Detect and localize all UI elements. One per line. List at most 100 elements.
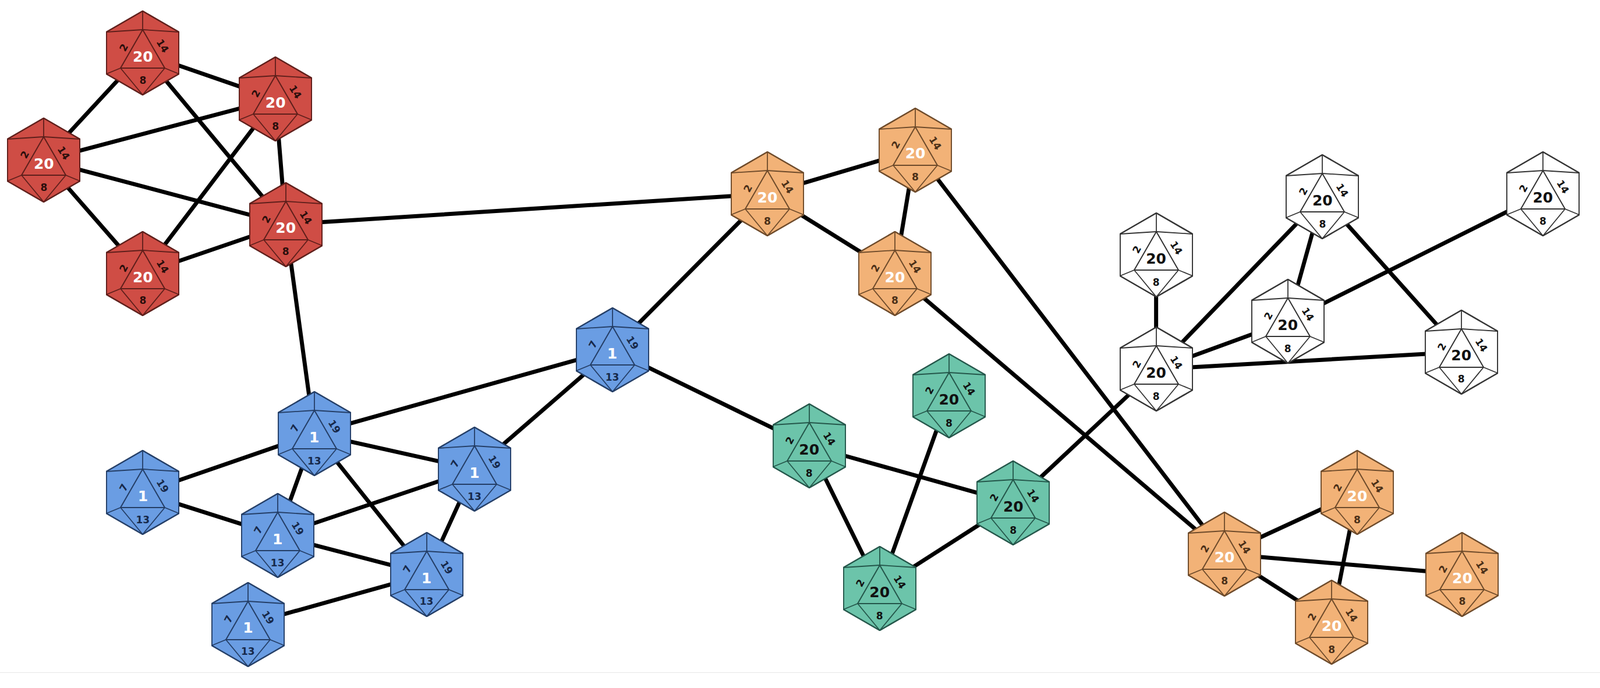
die-edge xyxy=(731,170,768,173)
die-hexagon xyxy=(239,57,313,141)
connector xyxy=(1338,526,1351,589)
d20-die: 202148 xyxy=(1424,309,1499,395)
die-edge xyxy=(1119,384,1134,391)
die-edge xyxy=(767,170,804,173)
die-hexagon xyxy=(912,354,986,438)
face-number: 20 xyxy=(1145,250,1167,266)
die-edge xyxy=(1119,270,1134,276)
connector xyxy=(797,212,866,256)
face-number: 1 xyxy=(607,345,618,361)
face-number: 20 xyxy=(1277,317,1298,332)
side-number: 8 xyxy=(945,418,953,428)
die-hexagon xyxy=(1425,532,1499,617)
die-edge xyxy=(106,250,143,253)
die-edge xyxy=(1012,461,1014,480)
die-edge xyxy=(249,239,264,246)
die-edge xyxy=(239,114,254,120)
die-edge xyxy=(274,57,276,76)
d20-die: 202148 xyxy=(1285,154,1359,240)
die-edge xyxy=(1356,450,1358,470)
connector xyxy=(1345,222,1439,327)
face-number: 20 xyxy=(1346,489,1368,504)
die-edge xyxy=(611,308,614,327)
d20-die: 202148 xyxy=(1506,151,1580,237)
die-edge xyxy=(914,108,916,127)
die-edge xyxy=(43,118,45,137)
die-edge xyxy=(1506,170,1543,173)
connector xyxy=(824,477,865,558)
die-edge xyxy=(1156,345,1193,349)
face-number: 1 xyxy=(242,620,253,636)
die-edge xyxy=(1425,551,1463,554)
die-edge xyxy=(1542,170,1580,173)
side-number: 13 xyxy=(270,557,285,568)
connector xyxy=(1255,507,1326,540)
die-hexagon xyxy=(1119,213,1193,297)
connector xyxy=(900,184,911,240)
die-edge xyxy=(1506,209,1521,215)
die-edge xyxy=(496,484,511,491)
face-number: 1 xyxy=(272,531,283,547)
d20-die: 202148 xyxy=(1425,532,1499,618)
die-edge xyxy=(270,639,285,646)
die-edge xyxy=(858,288,873,295)
die-edge xyxy=(879,546,881,566)
side-number: 8 xyxy=(1009,525,1017,536)
connector xyxy=(67,78,120,135)
die-edge xyxy=(1462,551,1499,554)
die-edge xyxy=(7,175,22,182)
die-edge xyxy=(1425,589,1440,596)
die-edge xyxy=(142,29,179,33)
die-edge xyxy=(277,512,314,515)
d4-die: 171913 xyxy=(105,450,180,536)
die-edge xyxy=(390,589,405,596)
side-number: 13 xyxy=(419,596,434,607)
die-edge xyxy=(1310,336,1325,343)
side-number: 8 xyxy=(805,468,813,479)
connector xyxy=(936,177,1203,527)
side-number: 8 xyxy=(1353,515,1361,526)
side-number: 8 xyxy=(1220,576,1228,587)
die-edge xyxy=(1565,209,1580,215)
die-edge xyxy=(1353,637,1368,644)
die-hexagon xyxy=(241,493,314,578)
die-edge xyxy=(106,29,143,33)
die-edge xyxy=(285,182,287,202)
die-edge xyxy=(1119,231,1156,235)
die-edge xyxy=(1344,211,1359,218)
side-number: 8 xyxy=(891,295,899,306)
face-number: 1 xyxy=(469,465,480,481)
die-edge xyxy=(277,493,279,513)
die-edge xyxy=(1156,231,1193,235)
die-edge xyxy=(843,565,880,568)
die-edge xyxy=(438,484,453,491)
die-hexagon xyxy=(772,404,846,488)
die-edge xyxy=(7,136,44,140)
d20-die: 202148 xyxy=(843,546,917,632)
die-hexagon xyxy=(211,582,285,667)
die-edge xyxy=(1542,151,1544,171)
die-edge xyxy=(977,479,1014,483)
die-edge xyxy=(474,445,511,449)
die-edge xyxy=(971,411,986,417)
d20-die: 202148 xyxy=(1320,450,1394,536)
die-edge xyxy=(1155,213,1157,232)
die-hexagon xyxy=(1251,279,1325,364)
face-number: 1 xyxy=(421,570,432,586)
face-number: 1 xyxy=(309,429,320,445)
face-number: 20 xyxy=(1145,365,1167,381)
face-number: 20 xyxy=(905,146,926,161)
side-number: 8 xyxy=(1328,644,1336,655)
die-edge xyxy=(843,603,858,610)
die-edge xyxy=(285,201,322,204)
die-edge xyxy=(912,411,927,417)
die-hexagon xyxy=(7,118,81,203)
die-edge xyxy=(808,404,810,423)
die-hexagon xyxy=(1424,310,1498,395)
die-edge xyxy=(43,136,80,140)
d20-die: 202148 xyxy=(6,117,81,203)
die-edge xyxy=(142,250,179,253)
die-edge xyxy=(731,209,746,215)
die-edge xyxy=(1178,384,1193,391)
